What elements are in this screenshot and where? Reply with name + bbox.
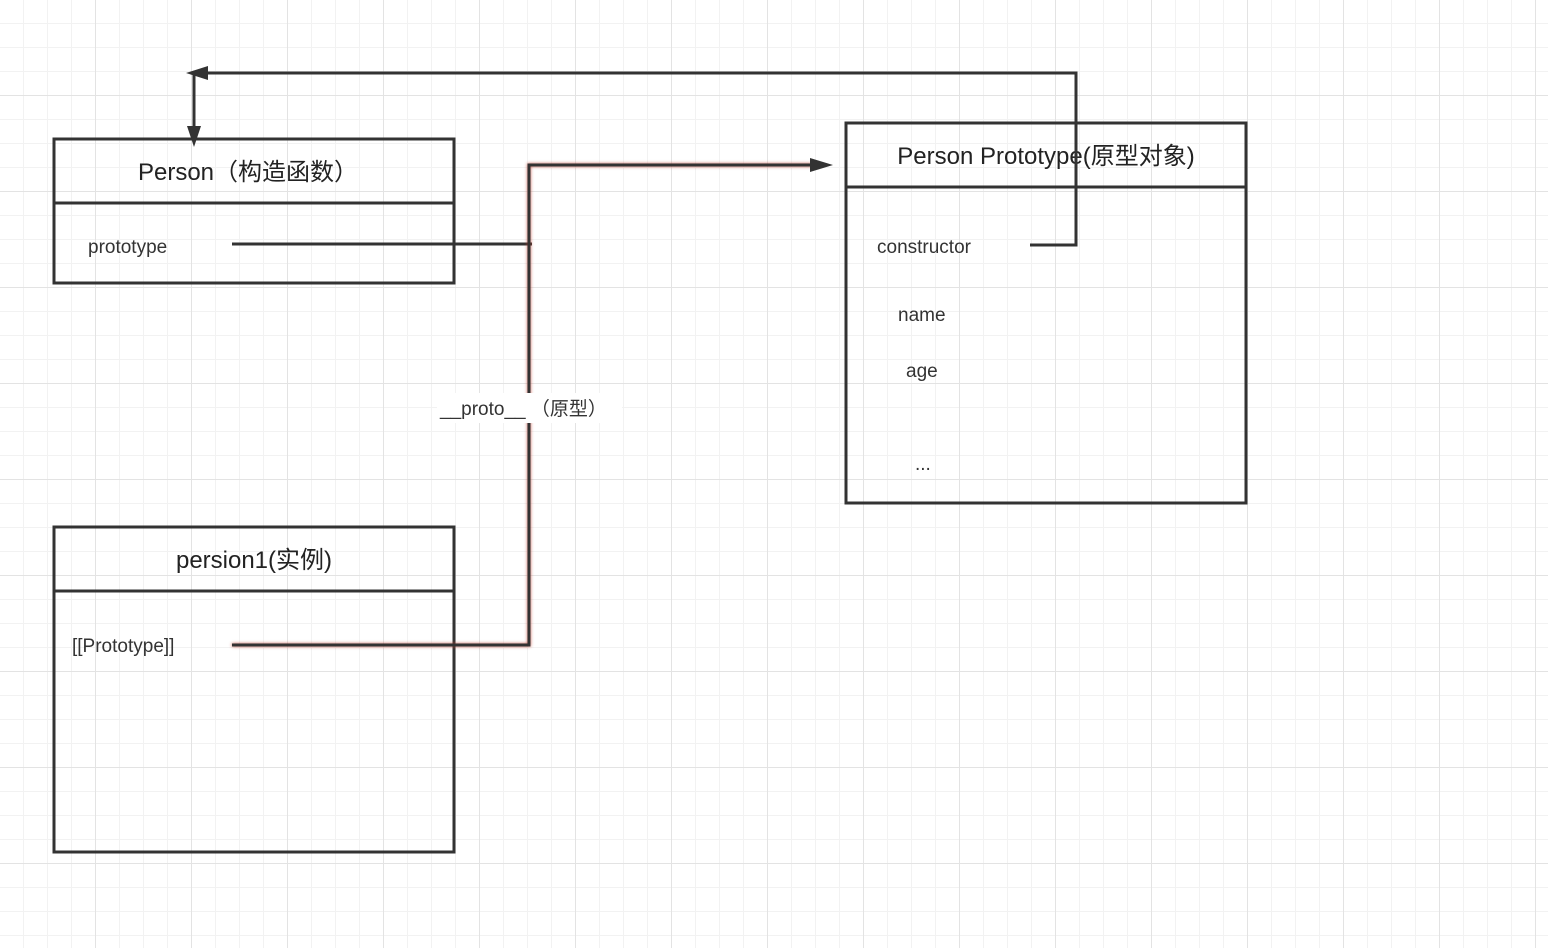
- proto-edge-label: __proto__ （原型）: [439, 398, 607, 420]
- prototype-field-name: name: [898, 305, 946, 326]
- constructor-field-prototype: prototype: [88, 237, 167, 258]
- constructor-edge-line: [204, 71, 1078, 247]
- instance-box[interactable]: persion1(实例) [[Prototype]]: [52, 525, 456, 854]
- proto-edge-label-background: [437, 393, 622, 423]
- instance-field-prototype-slot: [[Prototype]]: [72, 636, 174, 657]
- constructor-edge-arrow-down-icon: [187, 126, 201, 147]
- constructor-edge[interactable]: [186, 66, 1078, 247]
- prototype-box[interactable]: Person Prototype(原型对象) constructor name …: [844, 121, 1248, 505]
- instance-box-title: persion1(实例): [176, 547, 332, 574]
- instance-box-frame: [52, 525, 456, 854]
- constructor-box[interactable]: Person（构造函数） prototype: [52, 137, 456, 285]
- proto-edge-arrow-right-icon: [810, 158, 833, 172]
- prototype-box-title: Person Prototype(原型对象): [897, 143, 1194, 170]
- prototype-box-frame: [844, 121, 1248, 505]
- constructor-edge-arrow-left-icon: [186, 66, 208, 80]
- proto-edge[interactable]: __proto__ （原型）: [232, 158, 833, 647]
- constructor-box-frame: [52, 137, 456, 285]
- prototype-field-ellipsis: ...: [915, 454, 931, 475]
- prototype-field-constructor: constructor: [877, 237, 972, 258]
- constructor-box-title: Person（构造函数）: [138, 159, 358, 186]
- prototype-field-age: age: [906, 361, 938, 382]
